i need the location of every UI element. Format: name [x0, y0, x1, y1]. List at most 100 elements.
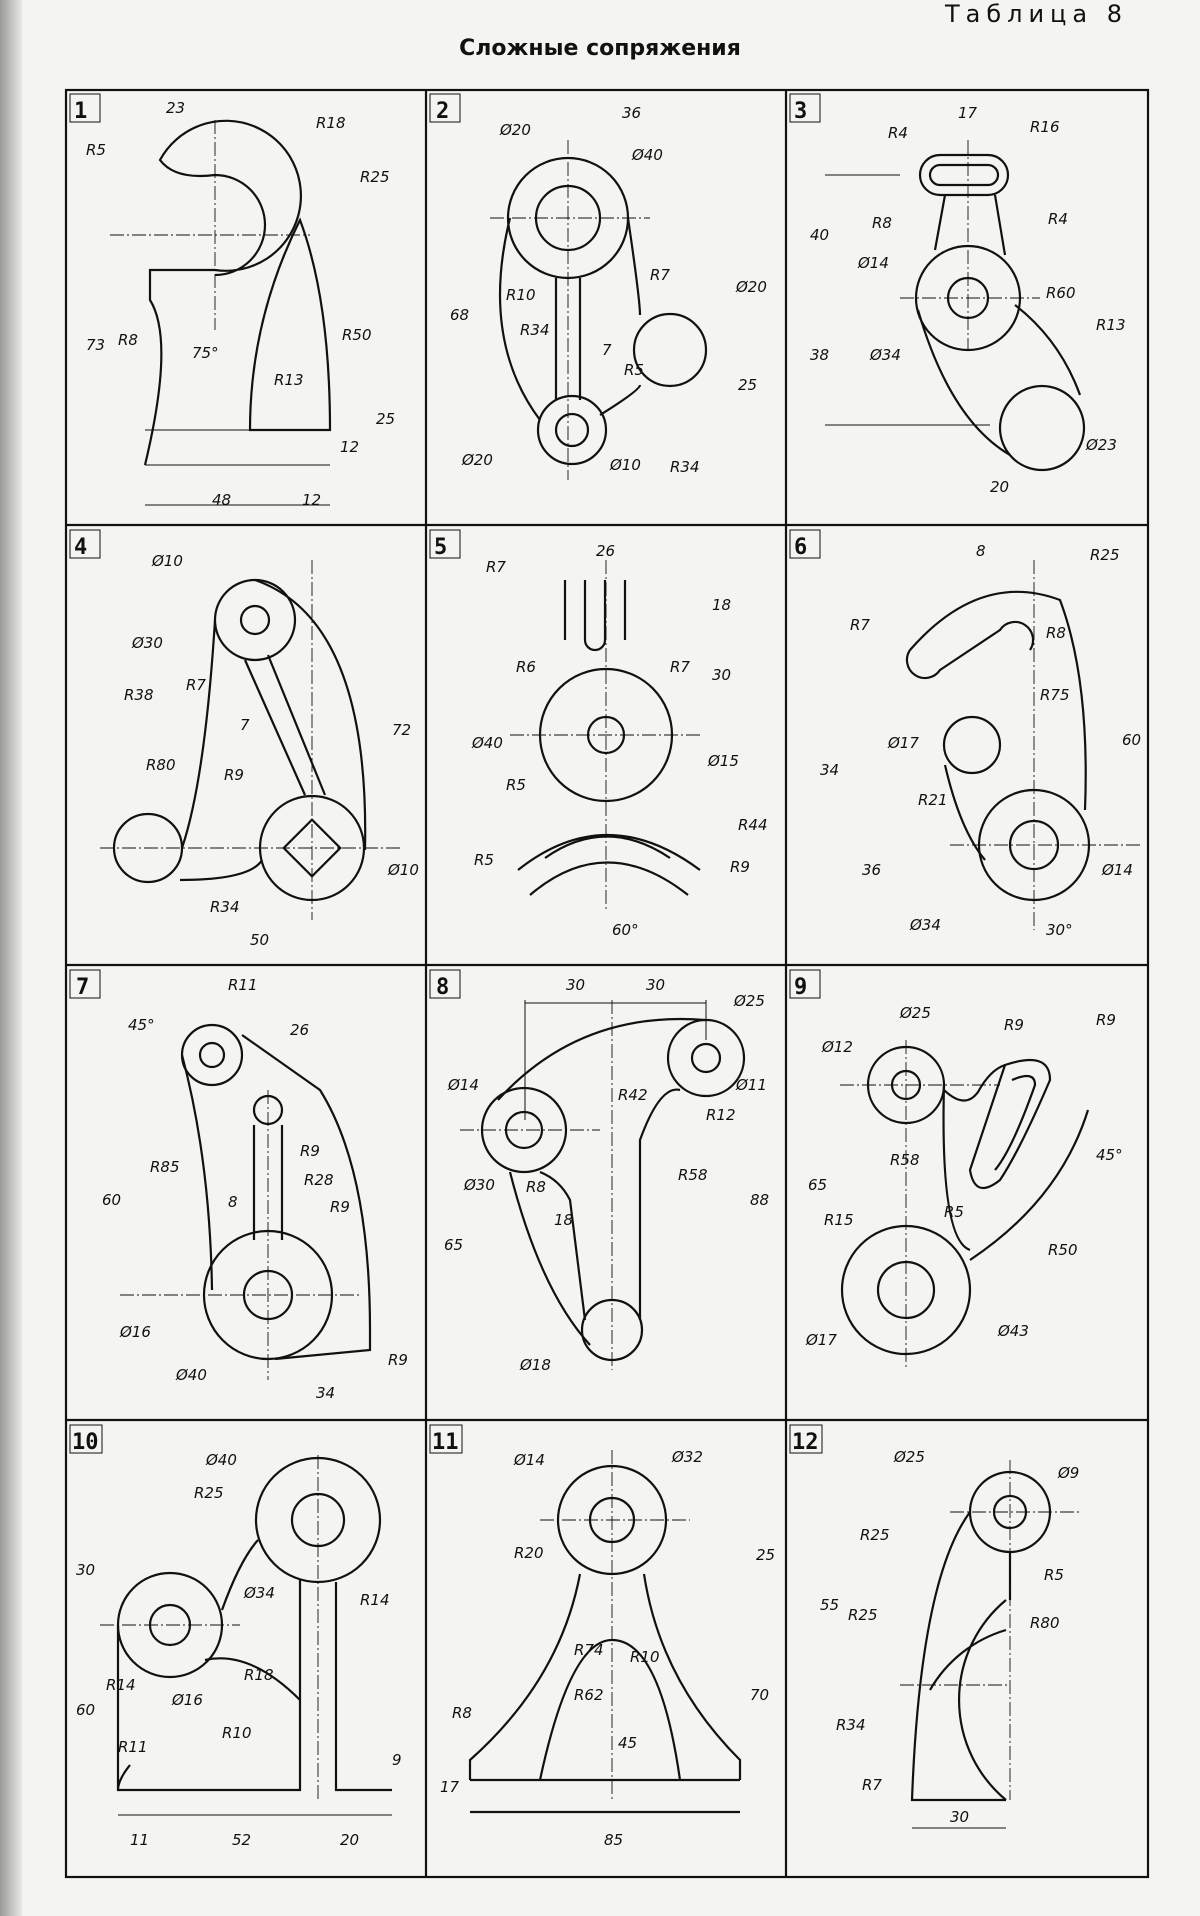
dimension-label: 30 — [646, 976, 665, 994]
dimension-label: Ø15 — [707, 752, 739, 770]
dimension-label: R4 — [888, 124, 908, 142]
dimension-label: R34 — [836, 1716, 866, 1734]
cell-9: 9 Ø25 R9 R9 Ø12 R58 45° 65 R5 R15 R50 Ø1… — [789, 969, 1123, 1370]
dimension-label: R7 — [670, 658, 690, 676]
dimension-label: Ø14 — [447, 1076, 479, 1094]
dimension-label: 26 — [290, 1021, 309, 1039]
dimension-label: R10 — [506, 286, 536, 304]
dimension-label: R9 — [388, 1351, 408, 1369]
dimension-label: R9 — [224, 766, 244, 784]
cell-12: 12 Ø25 Ø9 R25 R5 55 R25 R80 R34 R7 30 — [789, 1424, 1080, 1829]
dimension-label: 25 — [738, 376, 757, 394]
dimension-label: R5 — [944, 1203, 964, 1221]
dimension-label: Ø34 — [243, 1584, 275, 1602]
cell-8: 8 30 30 Ø25 Ø14 R42 Ø11 R12 Ø30 R8 R58 6… — [429, 969, 769, 1374]
dimension-label: 85 — [604, 1831, 623, 1849]
cell-number: 4 — [74, 535, 87, 560]
dimension-label: 45° — [128, 1016, 155, 1034]
dimension-label: 8 — [228, 1193, 238, 1211]
dimension-label: R8 — [118, 331, 138, 349]
dimension-label: Ø25 — [899, 1004, 931, 1022]
dimension-label: 45 — [618, 1734, 637, 1752]
dimension-label: R5 — [1044, 1566, 1064, 1584]
dimension-label: R7 — [650, 266, 670, 284]
dimension-label: R7 — [862, 1776, 882, 1794]
dimension-label: Ø10 — [387, 861, 419, 879]
dimension-label: Ø34 — [909, 916, 941, 934]
dimension-label: R5 — [86, 141, 106, 159]
dimension-label: 30° — [1046, 921, 1073, 939]
dimension-label: R60 — [1046, 284, 1076, 302]
dimension-label: Ø43 — [997, 1322, 1029, 1340]
dimension-label: R18 — [244, 1666, 274, 1684]
dimension-label: 40 — [810, 226, 829, 244]
dimension-label: R14 — [106, 1676, 136, 1694]
cell-number: 10 — [72, 1430, 99, 1455]
dimension-label: R80 — [1030, 1614, 1060, 1632]
dimension-label: 11 — [130, 1831, 149, 1849]
dimension-label: Ø25 — [733, 992, 765, 1010]
dimension-label: 65 — [808, 1176, 827, 1194]
page-title: Сложные сопряжения — [459, 36, 741, 61]
dimension-label: R5 — [506, 776, 526, 794]
dimension-label: 45° — [1096, 1146, 1123, 1164]
dimension-label: 12 — [302, 491, 321, 509]
dimension-label: R62 — [574, 1686, 604, 1704]
dimension-label: Ø10 — [151, 552, 183, 570]
dimension-label: R16 — [1030, 118, 1060, 136]
dimension-label: R25 — [860, 1526, 890, 1544]
cell-7: 7 R11 45° 26 R85 R9 R28 60 8 R9 Ø16 Ø40 … — [69, 969, 408, 1402]
dimension-label: 73 — [86, 336, 105, 354]
dimension-label: 7 — [602, 341, 612, 359]
cell-number: 12 — [792, 1430, 819, 1455]
dimension-label: 60 — [76, 1701, 95, 1719]
dimension-label: 9 — [392, 1751, 402, 1769]
dimension-label: Ø34 — [869, 346, 901, 364]
dimension-label: 18 — [712, 596, 731, 614]
dimension-label: Ø16 — [171, 1691, 203, 1709]
dimension-label: R80 — [146, 756, 176, 774]
dimension-label: Ø14 — [857, 254, 889, 272]
dimension-label: 20 — [340, 1831, 359, 1849]
dimension-label: R50 — [342, 326, 372, 344]
dimension-label: R11 — [118, 1738, 148, 1756]
dimension-label: 34 — [316, 1384, 335, 1402]
dimension-label: 30 — [76, 1561, 95, 1579]
cell-1: 1 23 R18 R5 R25 73 R8 75° R50 R13 25 12 … — [69, 93, 395, 509]
dimension-label: Ø20 — [461, 451, 493, 469]
dimension-label: R25 — [194, 1484, 224, 1502]
dimension-label: Ø30 — [131, 634, 163, 652]
dimension-label: R28 — [304, 1171, 334, 1189]
dimension-label: Ø17 — [887, 734, 919, 752]
dimension-label: R34 — [520, 321, 550, 339]
dimension-label: 23 — [166, 99, 185, 117]
table-grid — [64, 88, 1150, 1879]
dimension-label: R9 — [300, 1142, 320, 1160]
dimension-label: R25 — [848, 1606, 878, 1624]
dimension-label: R9 — [1004, 1016, 1024, 1034]
dimension-label: R34 — [210, 898, 240, 916]
dimension-label: 30 — [712, 666, 731, 684]
dimension-label: R8 — [452, 1704, 472, 1722]
dimension-label: 75° — [192, 344, 219, 362]
dimension-label: Ø32 — [671, 1448, 703, 1466]
dimension-label: Ø40 — [471, 734, 503, 752]
dimension-label: Ø25 — [893, 1448, 925, 1466]
dimension-label: R7 — [186, 676, 206, 694]
dimension-label: R25 — [1090, 546, 1120, 564]
cell-number: 5 — [434, 535, 447, 560]
dimension-label: 34 — [820, 761, 839, 779]
dimension-label: R75 — [1040, 686, 1070, 704]
dimension-label: R4 — [1048, 210, 1068, 228]
dimension-label: 30 — [950, 1808, 969, 1826]
dimension-label: R74 — [574, 1641, 604, 1659]
dimension-label: R11 — [228, 976, 258, 994]
dimension-label: Ø20 — [499, 121, 531, 139]
cell-number: 1 — [74, 99, 87, 124]
page-edge-shadow — [0, 0, 22, 1916]
cell-6: 6 8 R25 R7 R8 R75 34 Ø17 60 R21 36 Ø34 Ø… — [789, 529, 1141, 939]
dimension-label: R9 — [730, 858, 750, 876]
cell-number: 11 — [432, 1430, 459, 1455]
dimension-label: R6 — [516, 658, 536, 676]
